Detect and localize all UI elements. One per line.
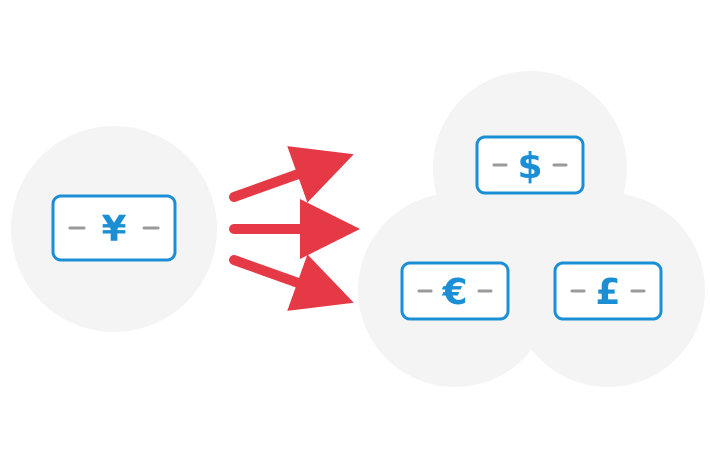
conversion-arrows — [229, 146, 360, 311]
note-symbol: $ — [517, 146, 542, 187]
arrow-right-icon — [229, 254, 354, 311]
euro-banknote-icon: € — [400, 261, 510, 321]
note-symbol: £ — [595, 272, 620, 313]
pound-banknote-icon: £ — [553, 261, 663, 321]
note-symbol: ¥ — [101, 209, 126, 250]
yen-banknote-icon: ¥ — [51, 194, 177, 262]
note-symbol: € — [441, 272, 467, 313]
dollar-banknote-icon: $ — [475, 135, 585, 195]
arrow-right-icon — [229, 146, 354, 203]
